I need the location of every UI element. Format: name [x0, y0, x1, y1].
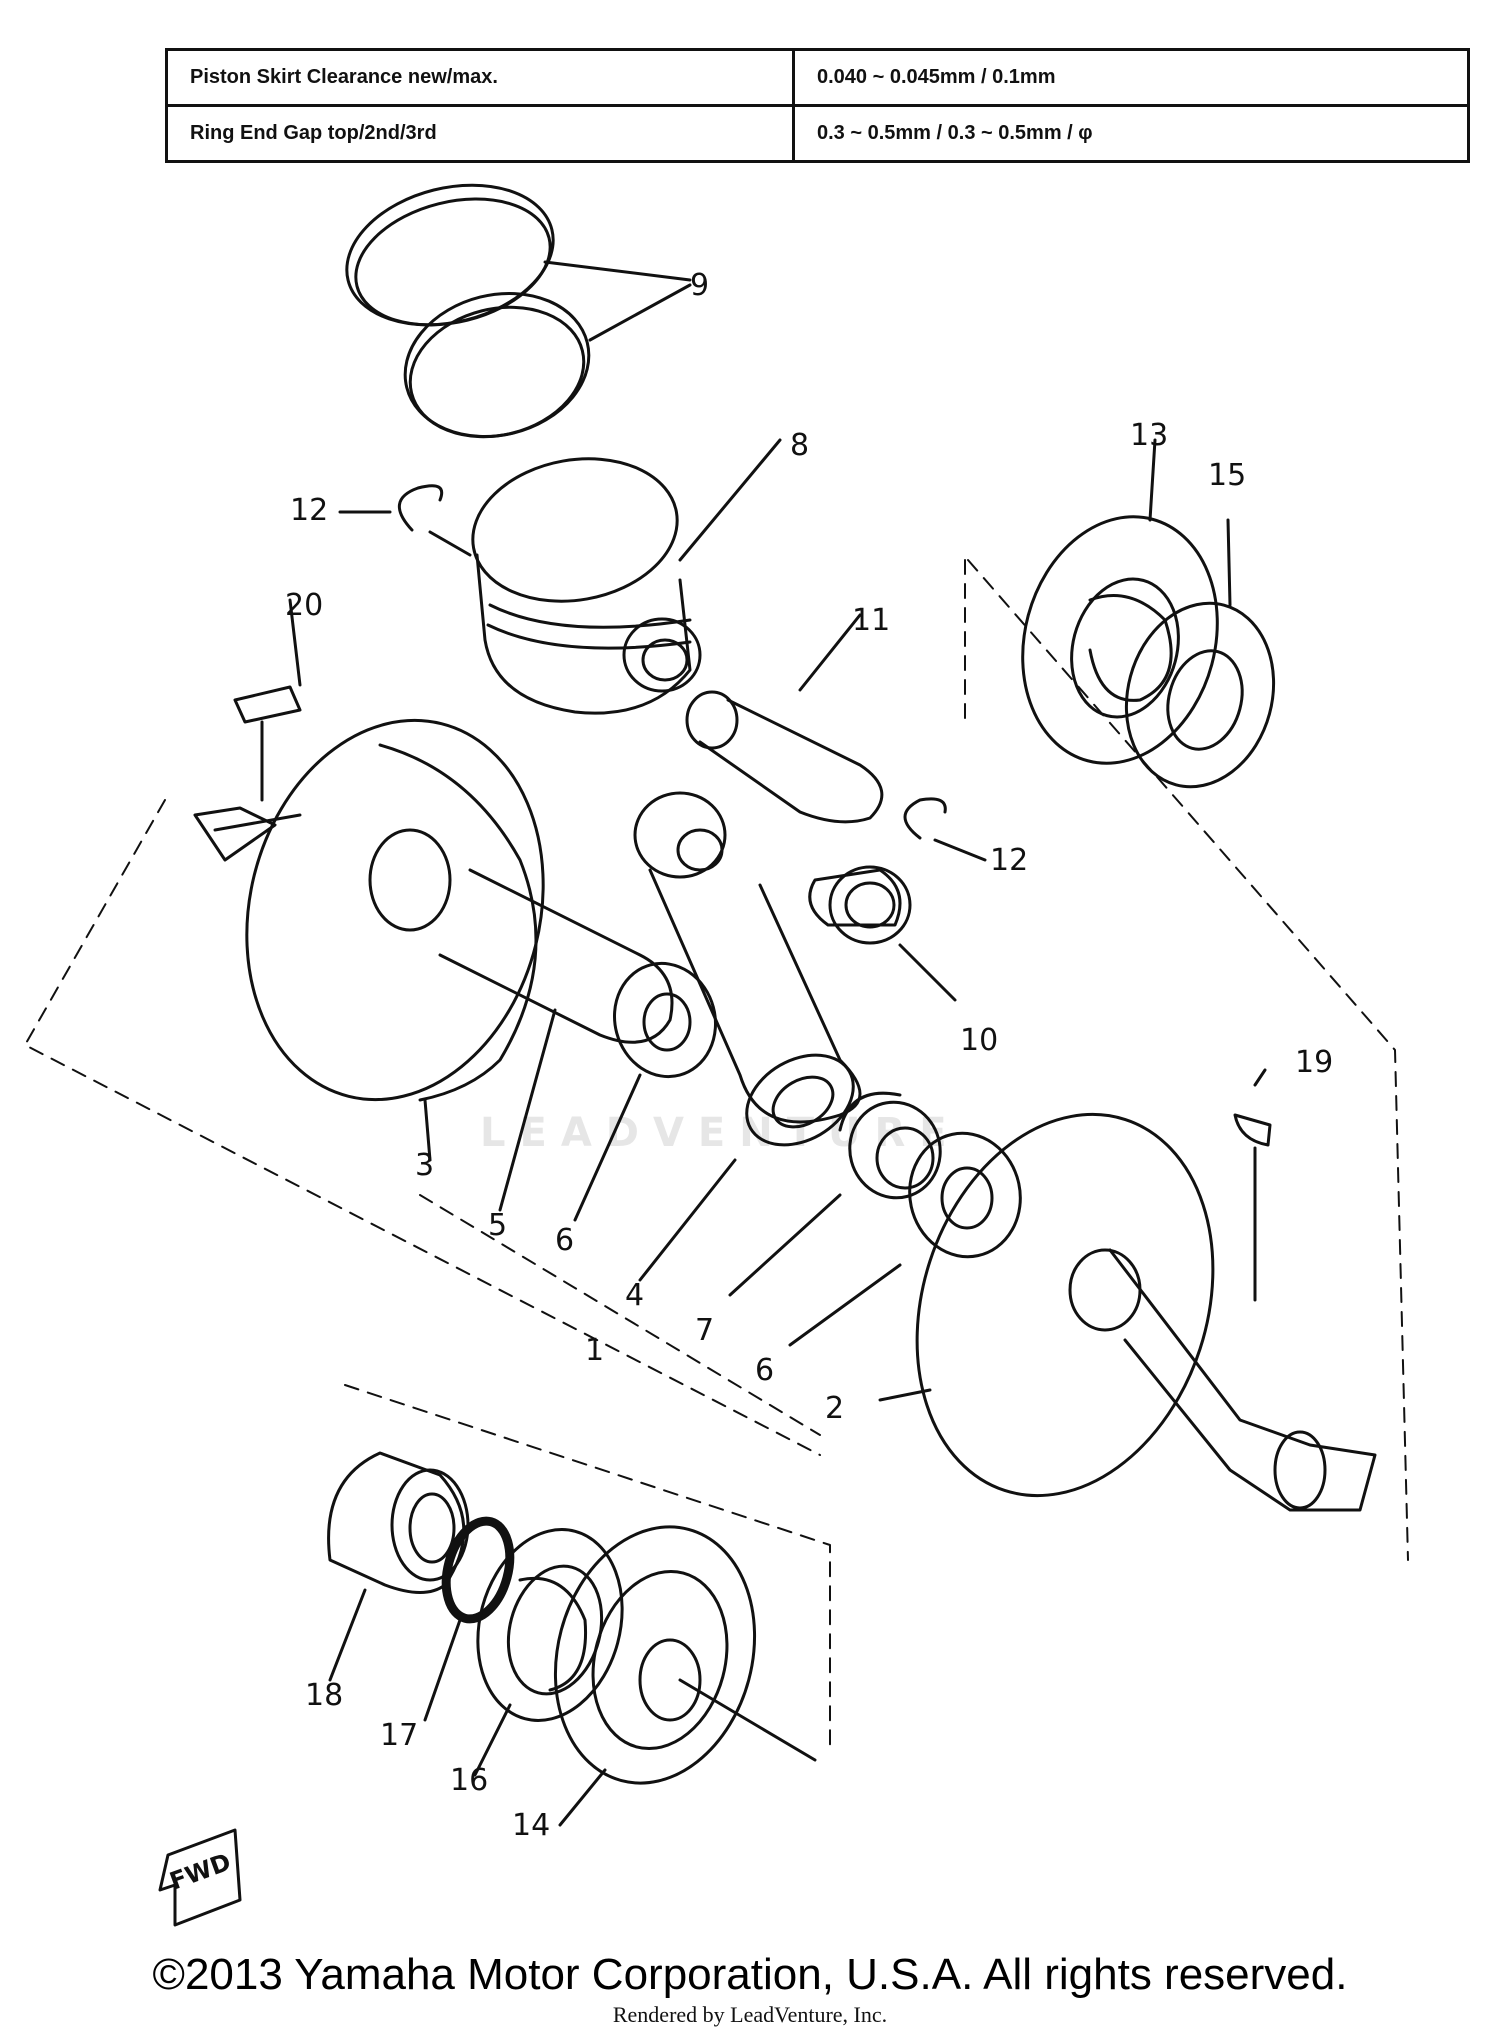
callout-12: 12 — [990, 843, 1028, 878]
crank-pin — [438, 868, 674, 1212]
callout-16: 16 — [450, 1763, 488, 1798]
woodruff-key — [1233, 1068, 1272, 1302]
circlip — [423, 1516, 515, 1722]
small-end-bearing — [808, 865, 957, 1002]
callout-3: 3 — [415, 1148, 434, 1183]
callout-11: 11 — [852, 603, 890, 638]
thrust-washer — [788, 1131, 1022, 1347]
spec-value: 0.040 ~ 0.045mm / 0.1mm — [792, 48, 1470, 107]
crank-bearing — [553, 1525, 817, 1827]
callout-labels: 9 8 12 20 11 12 13 15 10 19 3 5 6 4 1 7 … — [285, 268, 1333, 1843]
callout-6: 6 — [755, 1353, 774, 1388]
callout-6: 6 — [555, 1223, 574, 1258]
spec-label: Piston Skirt Clearance new/max. — [165, 48, 795, 107]
crank-wheel-right — [878, 1112, 1377, 1512]
spec-label: Ring End Gap top/2nd/3rd — [165, 105, 795, 163]
callout-10: 10 — [960, 1023, 998, 1058]
callout-8: 8 — [790, 428, 809, 463]
piston-pin — [685, 613, 884, 824]
callout-17: 17 — [380, 1718, 418, 1753]
callout-4: 4 — [625, 1278, 644, 1313]
watermark: LEADVENTURE — [480, 1110, 961, 1156]
piston-pin-clip — [338, 484, 472, 557]
callout-5: 5 — [488, 1208, 507, 1243]
big-end-bearing — [728, 1091, 942, 1297]
fwd-arrow-icon: FWD — [158, 1828, 242, 1927]
callout-9: 9 — [690, 268, 709, 303]
callout-1: 1 — [585, 1333, 604, 1368]
callout-7: 7 — [695, 1313, 714, 1348]
rendered-by-notice: Rendered by LeadVenture, Inc. — [612, 2002, 888, 2027]
spec-value: 0.3 ~ 0.5mm / 0.3 ~ 0.5mm / φ — [792, 105, 1470, 163]
callout-15: 15 — [1208, 458, 1246, 493]
oil-seal — [473, 1528, 624, 1777]
spec-table: Piston Skirt Clearance new/max. 0.040 ~ … — [165, 48, 1470, 163]
callout-2: 2 — [825, 1391, 844, 1426]
callout-13: 13 — [1130, 418, 1168, 453]
piston-pin-clip — [903, 797, 987, 862]
crank-key — [233, 598, 302, 802]
callout-14: 14 — [512, 1808, 550, 1843]
crank-bearing — [1021, 438, 1219, 765]
oil-seal — [1124, 518, 1276, 789]
piston-rings — [345, 183, 692, 439]
callout-12: 12 — [290, 493, 328, 528]
piston — [471, 438, 782, 715]
thrust-washer — [573, 961, 717, 1222]
assembly-outline — [24, 559, 1409, 1746]
callout-19: 19 — [1295, 1045, 1333, 1080]
copyright-notice: ©2013 Yamaha Motor Corporation, U.S.A. A… — [152, 1950, 1348, 1999]
spec-row: Piston Skirt Clearance new/max. 0.040 ~ … — [165, 48, 1470, 107]
crank-wheel-left — [193, 718, 545, 1162]
connecting-rod — [633, 791, 862, 1282]
fwd-label: FWD — [166, 1848, 235, 1896]
callout-18: 18 — [305, 1678, 343, 1713]
callout-20: 20 — [285, 588, 323, 623]
spec-row: Ring End Gap top/2nd/3rd 0.3 ~ 0.5mm / 0… — [165, 105, 1470, 163]
